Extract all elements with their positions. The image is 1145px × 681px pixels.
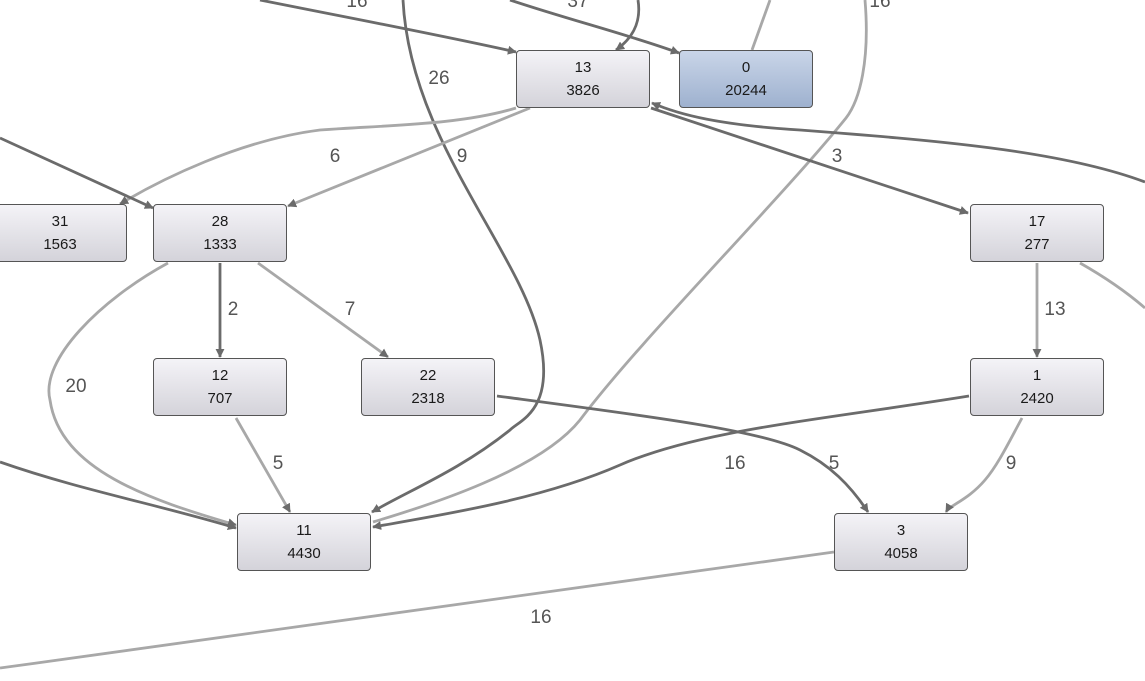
edge-path[interactable] <box>650 106 969 215</box>
node-value: 2318 <box>411 390 445 407</box>
edge-path[interactable] <box>0 136 154 210</box>
node-value: 1333 <box>203 236 237 253</box>
edge-label: 6 <box>330 146 341 167</box>
edge-label: 9 <box>457 146 468 167</box>
edge-path[interactable] <box>234 417 292 513</box>
edge-path[interactable] <box>259 0 517 55</box>
edge-label: 20 <box>65 376 86 397</box>
node-id: 22 <box>419 367 437 384</box>
node-31[interactable]: 31 1563 <box>0 204 127 262</box>
edge-path[interactable] <box>372 0 868 524</box>
node-id: 28 <box>211 213 229 230</box>
edge-label: 16 <box>346 0 367 12</box>
node-value: 707 <box>207 390 233 407</box>
edge-label: 26 <box>428 68 449 89</box>
node-value: 4058 <box>884 545 918 562</box>
node-id: 3 <box>896 522 906 539</box>
node-22[interactable]: 22 2318 <box>361 358 495 416</box>
edge-label: 5 <box>829 453 840 474</box>
node-value: 4430 <box>287 545 321 562</box>
node-id: 17 <box>1028 213 1046 230</box>
edge-path[interactable] <box>944 417 1024 513</box>
node-value: 277 <box>1024 236 1050 253</box>
edge-path[interactable] <box>119 106 517 206</box>
node-value: 1563 <box>43 236 77 253</box>
node-id: 0 <box>741 59 751 76</box>
edge-label: 5 <box>273 453 284 474</box>
edge-path[interactable] <box>750 0 772 51</box>
edge-label: 2 <box>228 299 239 320</box>
edge-path[interactable] <box>0 550 835 670</box>
edge-path[interactable] <box>47 261 237 528</box>
node-17[interactable]: 17 277 <box>970 204 1104 262</box>
node-id: 12 <box>211 367 229 384</box>
edge-path[interactable] <box>496 394 870 513</box>
edge-path[interactable] <box>371 0 546 514</box>
node-value: 20244 <box>725 82 767 99</box>
edge-path[interactable] <box>615 0 641 52</box>
node-0[interactable]: 0 20244 <box>679 50 813 108</box>
node-id: 1 <box>1032 367 1042 384</box>
edge-label: 13 <box>1044 299 1065 320</box>
edge-path[interactable] <box>651 101 1145 184</box>
edge-label: 3 <box>832 146 843 167</box>
edge-label: 16 <box>869 0 890 12</box>
edge-path[interactable] <box>0 460 237 530</box>
edge-path[interactable] <box>1079 261 1145 310</box>
edge-path[interactable] <box>372 394 970 531</box>
node-3[interactable]: 3 4058 <box>834 513 968 571</box>
edge-label: 37 <box>567 0 588 12</box>
node-value: 2420 <box>1020 390 1054 407</box>
edge-label: 16 <box>530 607 551 628</box>
node-11[interactable]: 11 4430 <box>237 513 371 571</box>
node-value: 3826 <box>566 82 600 99</box>
node-id: 11 <box>296 522 312 539</box>
node-id: 13 <box>574 59 592 76</box>
node-id: 31 <box>51 213 69 230</box>
edge-path[interactable] <box>257 261 389 359</box>
node-12[interactable]: 12 707 <box>153 358 287 416</box>
edge-label: 9 <box>1006 453 1017 474</box>
edge-path[interactable] <box>287 106 531 208</box>
edge-path[interactable] <box>509 0 680 55</box>
edge-label: 7 <box>345 299 356 320</box>
node-28[interactable]: 28 1333 <box>153 204 287 262</box>
node-1[interactable]: 1 2420 <box>970 358 1104 416</box>
node-13[interactable]: 13 3826 <box>516 50 650 108</box>
edge-label: 16 <box>724 453 745 474</box>
